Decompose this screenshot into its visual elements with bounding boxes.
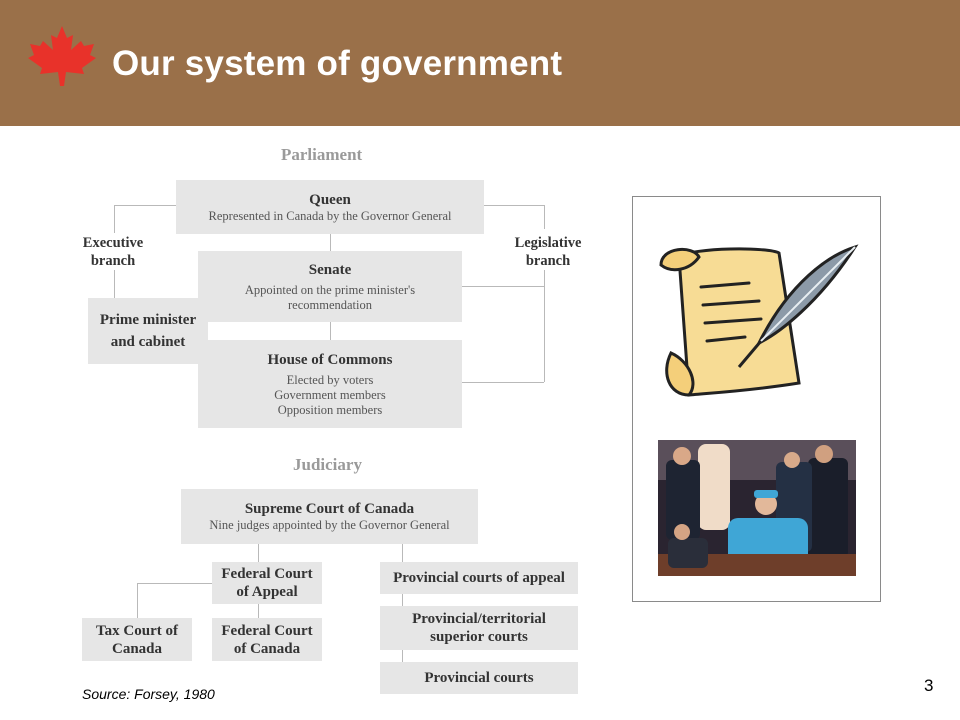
queen-box: Queen Represented in Canada by the Gover…: [176, 180, 484, 234]
provincial-appeal-box: Provincial courts of appeal: [380, 562, 578, 594]
provincial-superior-box: Provincial/territorial superior courts: [380, 606, 578, 650]
senate-desc: Appointed on the prime minister's recomm…: [244, 282, 416, 312]
federal-court-box: Federal Court of Canada: [212, 618, 322, 661]
provincial-superior-label: Provincial/territorial superior courts: [412, 611, 546, 645]
slide-title: Our system of government: [112, 44, 563, 83]
maple-leaf-icon: [28, 26, 96, 86]
federal-court-of-appeal-box: Federal Court of Appeal: [212, 562, 322, 604]
house-of-commons-box: House of Commons Elected by voters Gover…: [198, 340, 462, 428]
supreme-court-box: Supreme Court of Canada Nine judges appo…: [181, 489, 478, 544]
slide-header: Our system of government: [0, 0, 960, 126]
tax-court-box: Tax Court of Canada: [82, 618, 192, 661]
queen-desc: Represented in Canada by the Governor Ge…: [208, 208, 452, 223]
federal-court-of-appeal-label: Federal Court of Appeal: [221, 566, 313, 600]
parliament-heading: Parliament: [281, 145, 363, 164]
tax-court-label: Tax Court of Canada: [96, 622, 178, 657]
provincial-appeal-label: Provincial courts of appeal: [393, 570, 565, 586]
pm-cabinet-box: Prime minister and cabinet: [88, 298, 208, 364]
provincial-courts-box: Provincial courts: [380, 662, 578, 694]
source-citation: Source: Forsey, 1980: [82, 686, 215, 702]
senate-name: Senate: [308, 261, 352, 278]
federal-court-label: Federal Court of Canada: [221, 622, 313, 657]
provincial-courts-label: Provincial courts: [424, 670, 534, 686]
queen-name: Queen: [309, 191, 351, 208]
legislative-branch-label: Legislative branch: [514, 235, 582, 269]
illustration-panel: [632, 196, 881, 602]
supreme-court-desc: Nine judges appointed by the Governor Ge…: [209, 518, 450, 532]
supreme-court-name: Supreme Court of Canada: [244, 501, 415, 517]
executive-branch-label: Executive branch: [82, 235, 144, 269]
commons-desc-voters: Elected by voters: [286, 372, 374, 387]
commons-desc-government: Government members: [274, 387, 386, 402]
commons-name: House of Commons: [267, 351, 393, 368]
commons-desc-opposition: Opposition members: [277, 402, 383, 417]
signing-ceremony-photo: [658, 440, 856, 576]
senate-box: Senate Appointed on the prime minister's…: [198, 251, 462, 322]
scroll-quill-icon: [659, 244, 859, 397]
page-number: 3: [924, 676, 934, 695]
judiciary-heading: Judiciary: [293, 455, 362, 474]
pm-cabinet-name: Prime minister and cabinet: [99, 312, 197, 350]
